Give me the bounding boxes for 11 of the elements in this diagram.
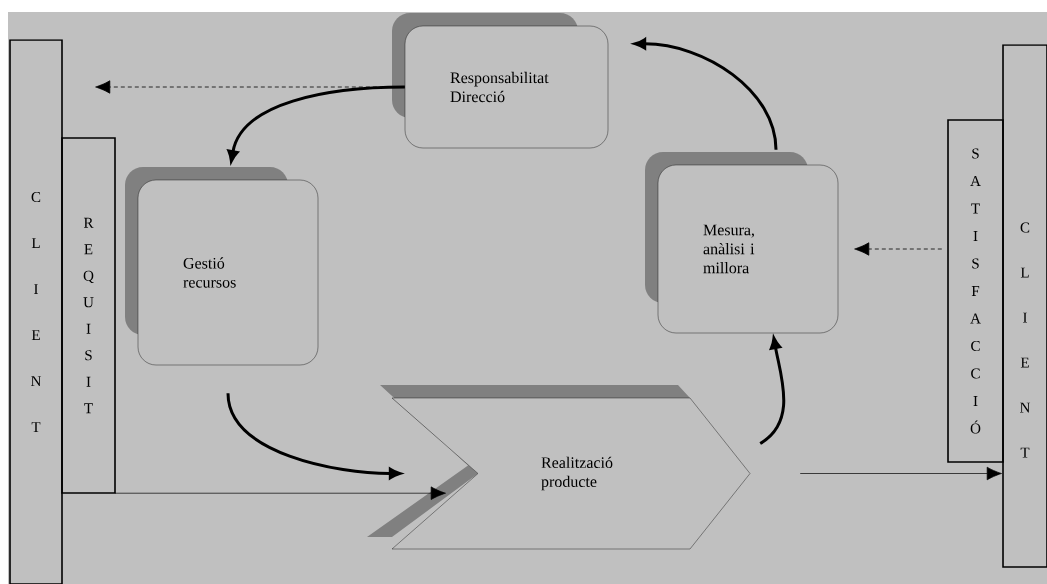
process-box: Responsabilitat Direcció [392,13,609,149]
label-bar: C L I E N T [9,39,63,584]
label-bar: S A T I S F A C C I Ó [947,119,1004,463]
process-box: Gestió recursos [125,167,319,366]
arrow [854,242,943,256]
arrow [799,466,1002,481]
process-box: Mesura, anàlisi i millora [645,152,839,334]
arrow [114,486,446,500]
label-bar: R E Q U I S I T [61,137,116,494]
process-chevron: Realització producte [367,385,751,550]
label-bar: C L I E N T [1002,44,1047,568]
